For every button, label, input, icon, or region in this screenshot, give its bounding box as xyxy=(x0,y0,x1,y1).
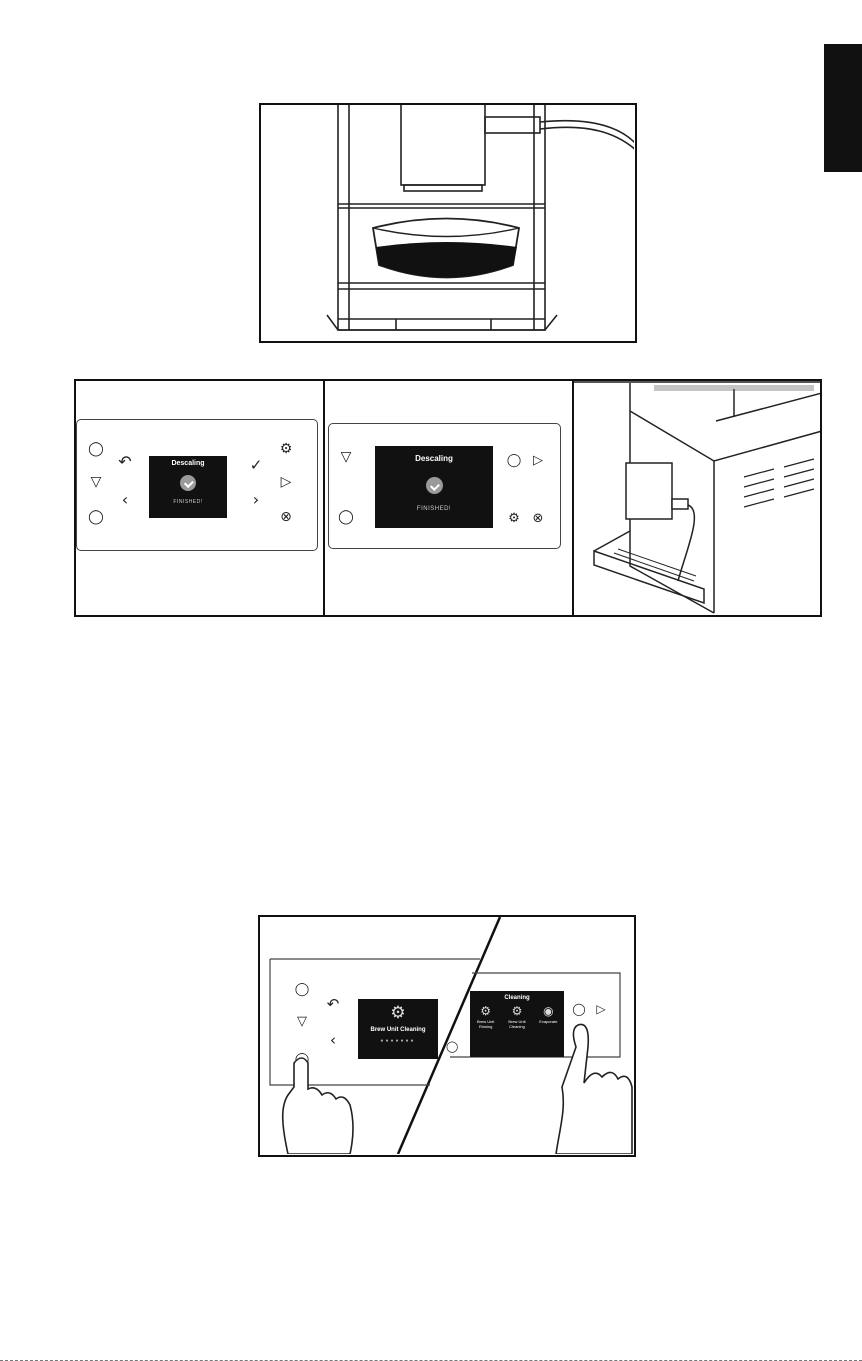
cancel-icon[interactable]: ⊗ xyxy=(277,510,295,524)
machine-side-illustration xyxy=(574,381,822,617)
panel-divider xyxy=(323,381,325,617)
screen-title: Descaling xyxy=(149,460,227,467)
cancel-icon[interactable]: ⊗ xyxy=(530,512,546,525)
check-icon[interactable]: ✓ xyxy=(247,458,265,473)
maintenance-icon[interactable]: ◯ xyxy=(506,454,522,467)
chevron-left-icon[interactable]: ‹ xyxy=(115,492,135,508)
cup-icon[interactable]: ▽ xyxy=(337,450,355,464)
screen-status: FINISHED! xyxy=(149,499,227,505)
check-icon xyxy=(426,477,443,494)
figure-descaling-container xyxy=(259,103,637,343)
language-tab xyxy=(824,44,862,172)
figure-cleaning: ◯ ▽ ◯ ↶ ‹ ⚙ Brew Unit Cleaning ●●●●●●● C… xyxy=(258,915,636,1157)
hand-illustrations xyxy=(260,917,633,1154)
play-icon[interactable]: ▷ xyxy=(277,475,295,489)
maintenance-icon[interactable]: ◯ xyxy=(87,510,105,524)
display-screen: Descaling FINISHED! xyxy=(149,456,227,518)
cup-icon[interactable]: ▽ xyxy=(87,475,105,489)
person-icon[interactable]: ◯ xyxy=(337,510,355,524)
display-screen: Descaling FINISHED! xyxy=(375,446,493,528)
chevron-right-icon[interactable]: › xyxy=(247,492,265,508)
gear-icon[interactable]: ⚙ xyxy=(277,442,295,456)
control-panel-full: ◯ ▽ ◯ ↶ ‹ Descaling FINISHED! ✓ › ⚙ ▷ ⊗ xyxy=(76,419,318,551)
figure-row: ◯ ▽ ◯ ↶ ‹ Descaling FINISHED! ✓ › ⚙ ▷ ⊗ … xyxy=(74,379,822,617)
back-arrow-icon[interactable]: ↶ xyxy=(115,454,135,470)
machine-front-illustration xyxy=(261,105,634,340)
gear-icon[interactable]: ⚙ xyxy=(506,512,522,525)
screen-title: Descaling xyxy=(375,454,493,463)
screen-status: FINISHED! xyxy=(375,506,493,512)
control-panel-zoom: ▽ ◯ Descaling FINISHED! ◯ ▷ ⚙ ⊗ xyxy=(328,423,561,549)
check-icon xyxy=(180,475,196,491)
person-icon[interactable]: ◯ xyxy=(87,442,105,456)
play-icon[interactable]: ▷ xyxy=(530,454,546,467)
